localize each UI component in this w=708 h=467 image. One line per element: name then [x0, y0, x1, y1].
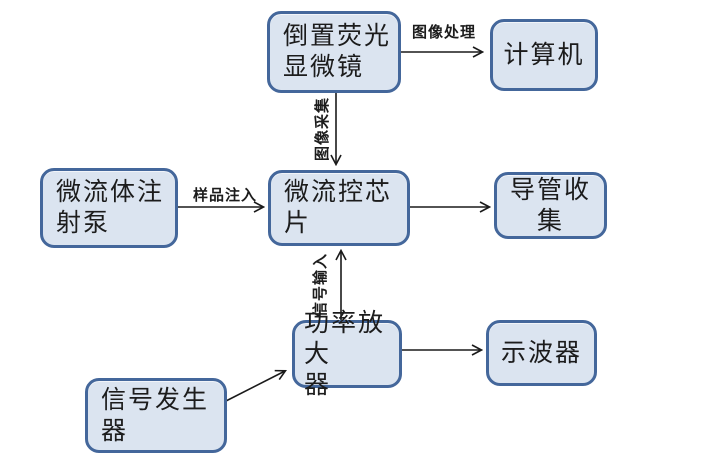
node-microfluidic-chip: 微流控芯 片 — [268, 170, 410, 246]
arrow-generator-to-amplifier — [223, 371, 285, 403]
edge-label-signal-input: 信号输入 — [313, 252, 329, 317]
node-label: 导管收集 — [509, 176, 591, 235]
node-label: 计算机 — [503, 41, 585, 69]
node-oscilloscope: 示波器 — [486, 320, 597, 386]
edge-label-image-processing: 图像处理 — [411, 25, 476, 41]
node-catheter-collection: 导管收集 — [494, 172, 607, 239]
node-inverted-fluorescence-microscope: 倒置荧光 显微镜 — [267, 11, 401, 93]
node-label: 信号发生 器 — [101, 386, 210, 445]
node-power-amplifier: 功率放大 器 — [292, 310, 402, 399]
node-label: 功率放大 器 — [304, 309, 386, 399]
node-label: 微流体注 射泵 — [56, 179, 165, 237]
node-label: 微流控芯 片 — [284, 179, 393, 237]
node-signal-generator: 信号发生 器 — [85, 378, 227, 453]
edge-label-image-capture: 图像采集 — [315, 96, 331, 161]
node-computer: 计算机 — [490, 19, 598, 91]
edge-label-sample-injection: 样品注入 — [192, 188, 257, 204]
node-label: 倒置荧光 显微镜 — [283, 23, 392, 81]
node-microfluidic-injection-pump: 微流体注 射泵 — [40, 168, 178, 248]
node-label: 示波器 — [500, 339, 582, 367]
